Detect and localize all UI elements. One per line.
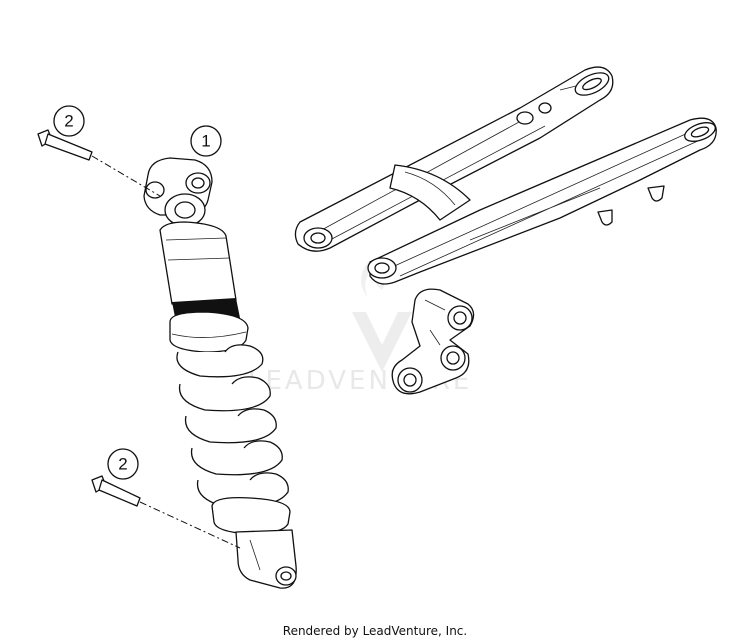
callout-2-upper: 2: [53, 105, 85, 137]
callout-2-lower-label: 2: [118, 455, 127, 474]
callout-1-label: 1: [201, 132, 210, 151]
upper-bolt: [37, 129, 93, 161]
swingarm: [294, 66, 717, 285]
callout-2-lower: 2: [107, 448, 139, 480]
shock-absorber: [143, 157, 297, 589]
callout-1: 1: [190, 125, 222, 157]
upper-bolt-leader: [91, 155, 161, 197]
lower-bolt-leader: [139, 501, 241, 549]
footer-credit: Rendered by LeadVenture, Inc.: [282, 624, 468, 638]
callout-2-upper-label: 2: [64, 112, 73, 131]
lower-bolt: [91, 475, 141, 507]
linkage: [391, 288, 475, 395]
